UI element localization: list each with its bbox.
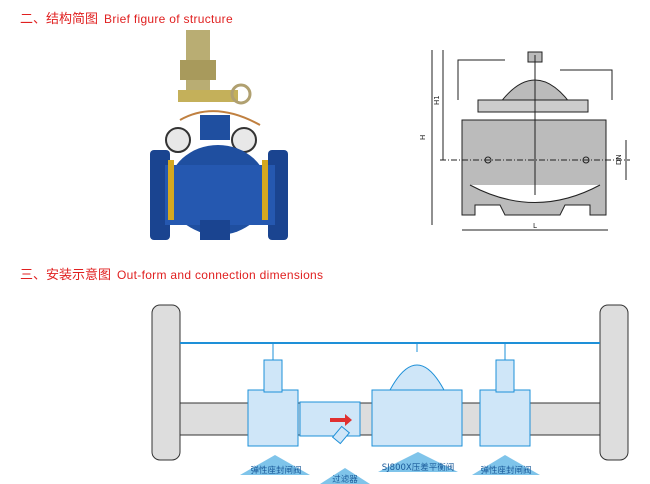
section-title-en: Brief figure of structure	[104, 12, 233, 26]
label-gate-valve-left: 弹性座封闸阀	[250, 466, 302, 476]
section-number: 二、	[20, 12, 47, 27]
section-title-cn: 安装示意图	[46, 268, 112, 283]
valve-photo	[150, 30, 288, 240]
label-gate-valve-right: 弹性座封闸阀	[480, 466, 532, 476]
label-balance-valve: SJ800X压差平衡阀	[381, 463, 455, 473]
section-heading-installation: 三、安装示意图 Out-form and connection dimension…	[20, 264, 323, 283]
dim-h-label: H	[419, 135, 427, 140]
section-title-cn: 结构简图	[46, 12, 99, 27]
label-filter: 过滤器	[332, 475, 358, 484]
section-heading-structure: 二、结构简图 Brief figure of structure	[20, 8, 233, 27]
dim-l-label: L	[533, 222, 537, 230]
dim-h1-label: H1	[433, 95, 441, 105]
section-title-en: Out-form and connection dimensions	[117, 268, 324, 282]
installation-diagram	[151, 304, 629, 484]
section-number: 三、	[20, 268, 47, 283]
dim-dn-label: DN	[615, 154, 623, 165]
structure-drawing	[431, 50, 630, 231]
